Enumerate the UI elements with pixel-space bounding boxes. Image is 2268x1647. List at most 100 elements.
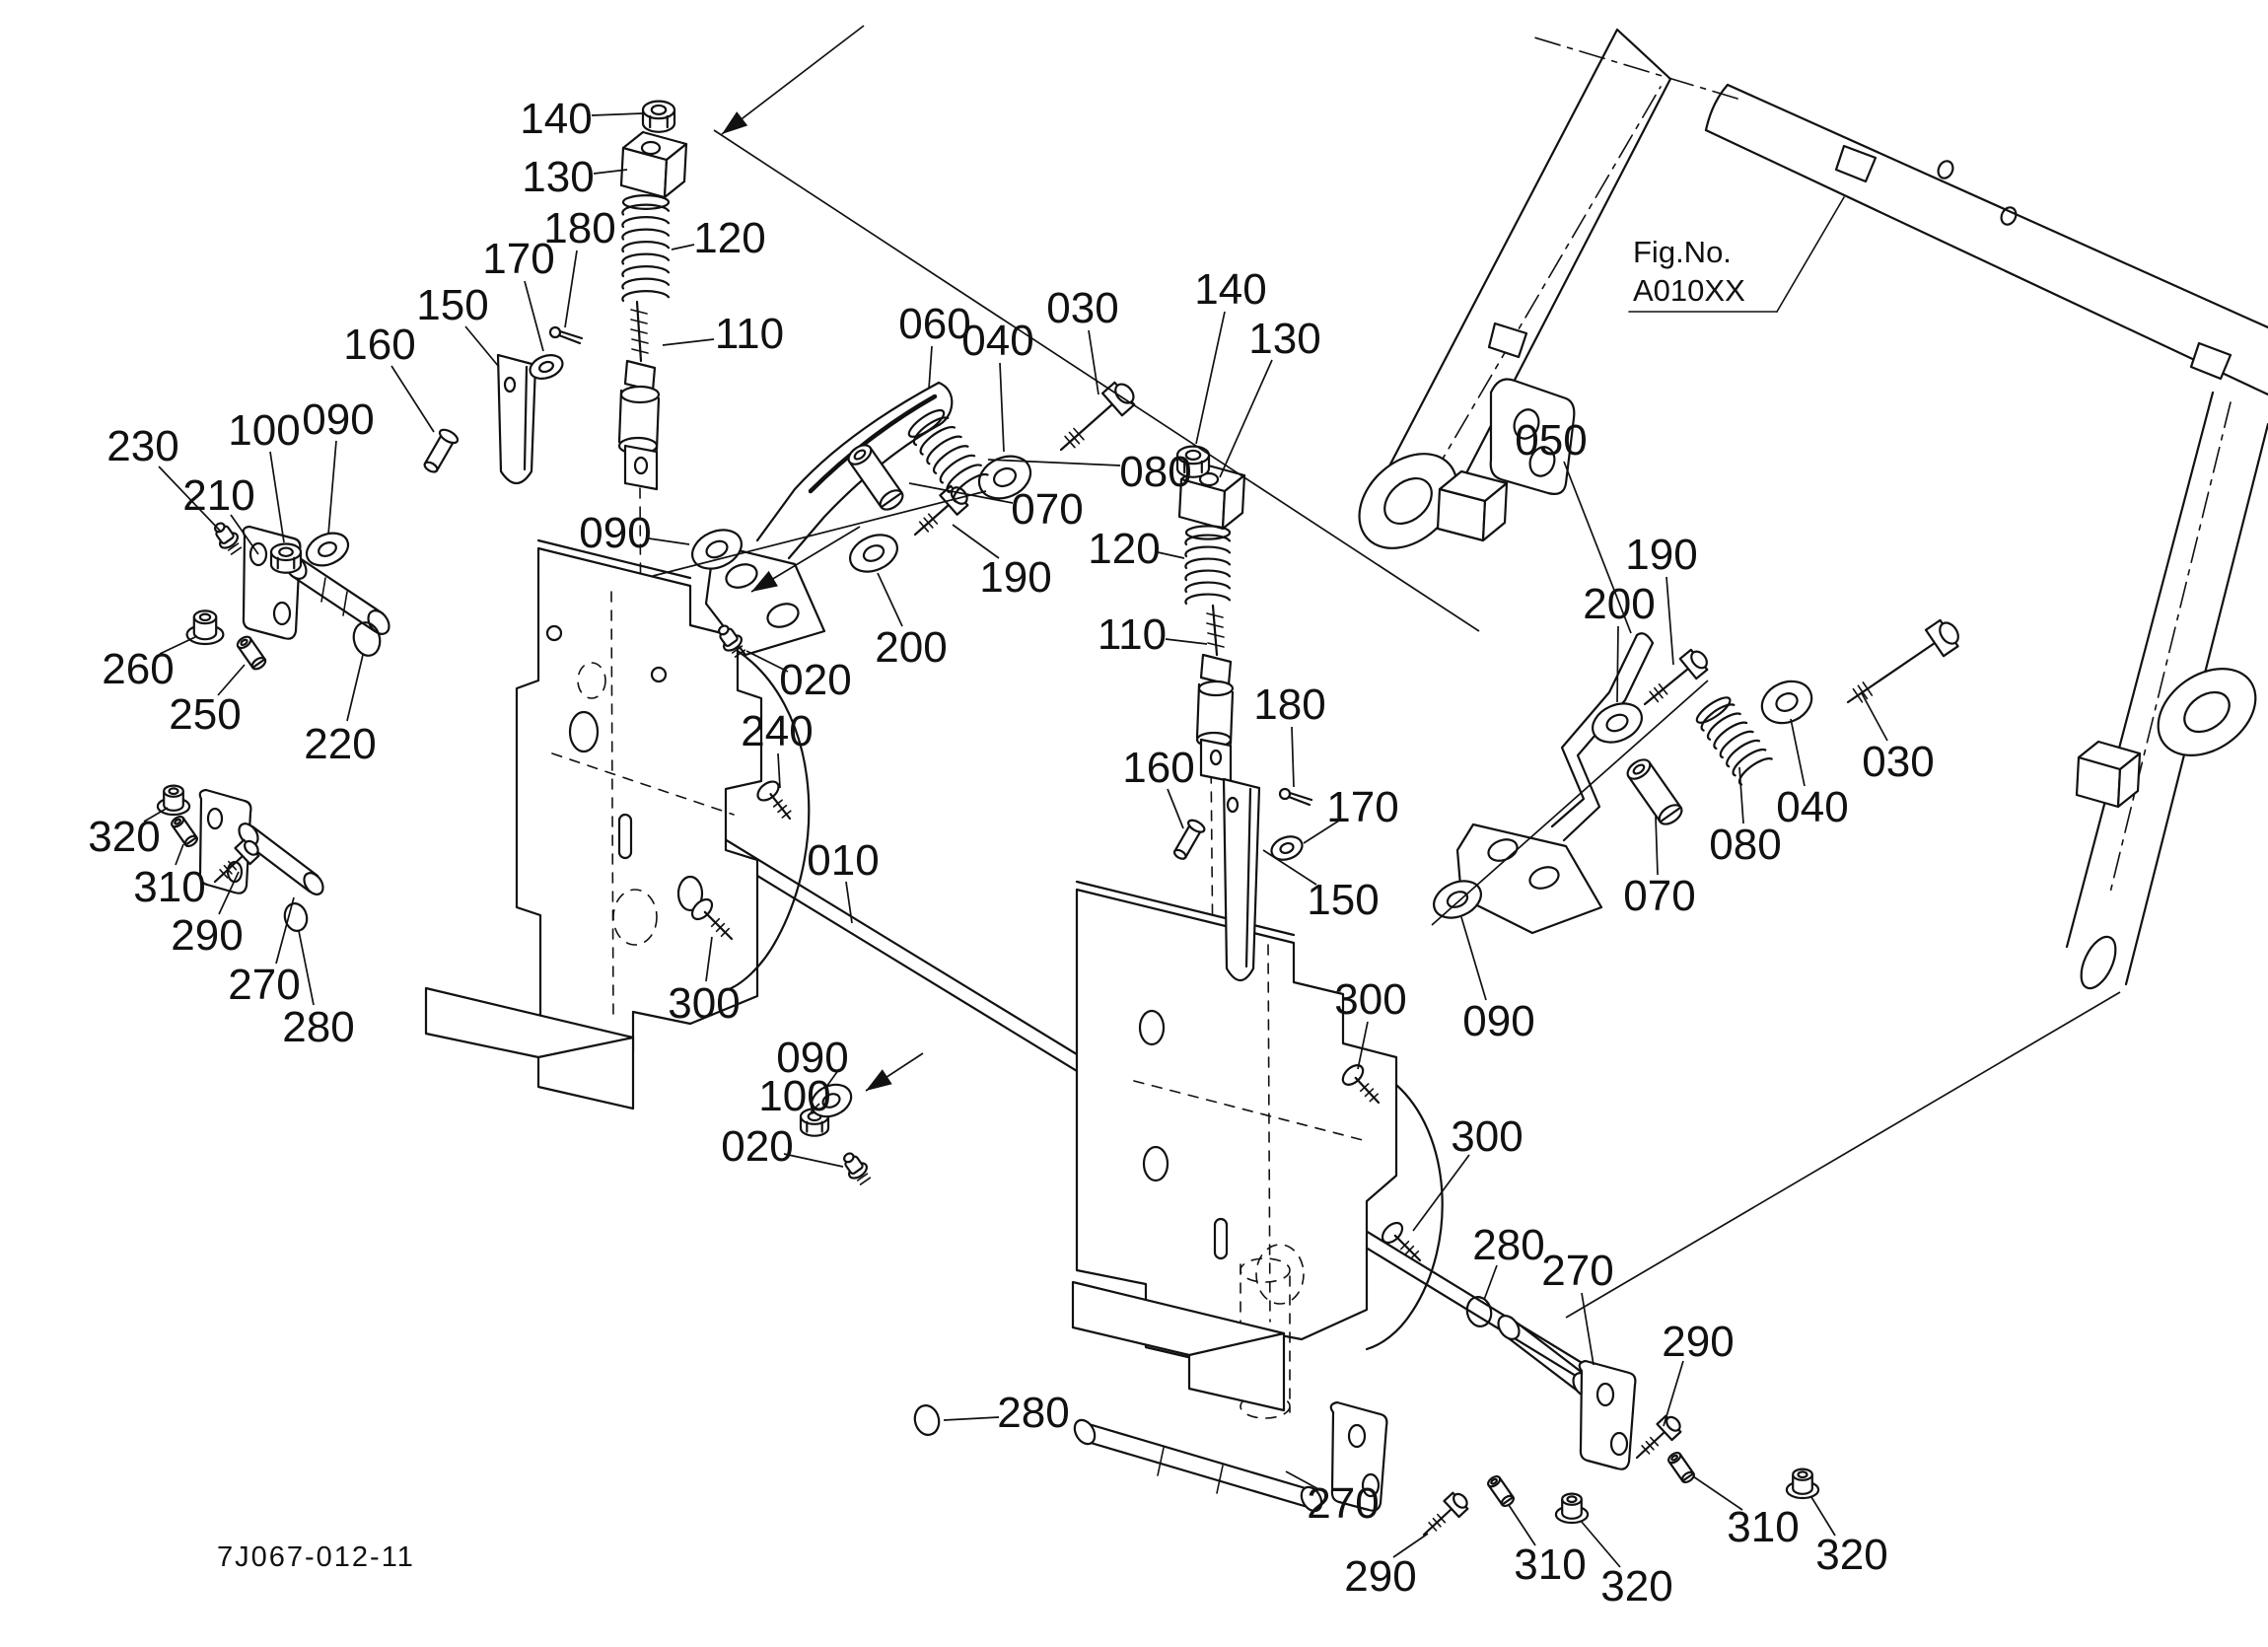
leader-line-320-25 (143, 807, 169, 823)
leader-line-030-10 (1088, 329, 1099, 395)
pin-160-right (1172, 819, 1206, 860)
part-label-320-25: 320 (88, 813, 160, 861)
leader-line-120-2 (671, 244, 695, 251)
insert-arrow-top-head (722, 111, 748, 134)
washer-200-right (1592, 702, 1643, 744)
part-label-110-7: 110 (715, 310, 784, 358)
washer-090-right (1433, 880, 1482, 919)
block-130-right-drawing (1177, 462, 1246, 531)
leader-line-100-19 (269, 451, 285, 543)
leader-line-090-47 (1460, 916, 1487, 1001)
part-label-060-8: 060 (898, 300, 970, 348)
leader-line-270-54 (1581, 1292, 1595, 1366)
nut-140-right (1175, 445, 1211, 478)
part-label-150-39: 150 (1307, 876, 1379, 924)
part-label-050-40: 050 (1515, 416, 1587, 465)
lever-050-drawing (1455, 632, 1655, 935)
leader-line-170-37 (1303, 820, 1340, 844)
bolt-030-left (1059, 381, 1136, 452)
part-label-220-24: 220 (304, 720, 376, 768)
part-label-040-9: 040 (961, 317, 1033, 365)
leader-line-290-58 (1392, 1533, 1429, 1558)
leader-line-240-17 (777, 752, 781, 789)
part-label-190-41: 190 (1625, 531, 1697, 579)
washer-170-right (1270, 835, 1304, 861)
leader-line-140-0 (591, 112, 644, 116)
washer-090-left-top (305, 532, 350, 567)
screw-300-right-b (1381, 1221, 1422, 1262)
o-ring-220 (352, 621, 382, 657)
fig-number-line1: Fig.No. (1633, 235, 1732, 269)
leader-line-130-33 (1219, 359, 1273, 478)
screw-240 (756, 780, 792, 821)
part-label-110-35: 110 (1098, 610, 1167, 659)
leader-line-290-27 (218, 871, 240, 915)
axis-line-lever-right (1431, 680, 1709, 926)
part-label-310-61: 310 (1727, 1503, 1799, 1551)
leader-line-310-61 (1692, 1475, 1743, 1511)
part-label-290-58: 290 (1344, 1552, 1416, 1601)
insertion-arrows (721, 25, 924, 1092)
insert-arrow-left-bracket-head (751, 570, 778, 592)
leader-line-320-60 (1580, 1520, 1621, 1568)
part-label-090-47: 090 (1462, 997, 1534, 1045)
leader-line-260-22 (159, 635, 198, 655)
part-label-280-56: 280 (997, 1389, 1069, 1437)
screw-300-left (690, 897, 734, 941)
leader-line-300-51 (1357, 1021, 1369, 1070)
part-label-130-1: 130 (522, 153, 594, 201)
leader-line-170-4 (524, 280, 544, 352)
part-label-270-57: 270 (1307, 1479, 1379, 1528)
leader-line-110-35 (1165, 638, 1208, 645)
leader-line-030-43 (1861, 692, 1888, 742)
leader-line-280-56 (943, 1416, 1000, 1421)
leader-line-280-53 (1483, 1264, 1498, 1301)
flange-nut-320-bottom-2 (1785, 1468, 1820, 1500)
part-label-290-55: 290 (1662, 1318, 1734, 1366)
spring-080-left (907, 408, 989, 503)
grease-fitting-020-left (718, 624, 746, 658)
frame-cube-left (1436, 469, 1509, 542)
leader-line-110-7 (662, 338, 715, 346)
leader-line-050-40 (1563, 461, 1632, 634)
generated-small-parts (156, 100, 1959, 1537)
cotter-pin-180-left (548, 325, 584, 345)
hanger-150-right-drawing (1222, 777, 1261, 982)
leader-line-300-30 (705, 936, 713, 982)
leader-line-180-3 (564, 250, 578, 328)
part-label-130-33: 130 (1248, 315, 1320, 363)
flange-nut-320-left (156, 784, 191, 817)
leader-line-040-44 (1790, 718, 1806, 787)
part-label-030-43: 030 (1862, 738, 1934, 786)
washer-090-left-mid (691, 529, 743, 570)
frame-boss-right (2157, 667, 2257, 757)
leader-line-230-18 (158, 465, 222, 533)
fig-number-line2: A010XX (1633, 273, 1745, 308)
flange-nut-260 (185, 609, 225, 646)
part-label-270-54: 270 (1541, 1247, 1613, 1295)
leader-line-160-6 (390, 365, 435, 433)
washer-200-left (849, 534, 898, 573)
cotter-pin-180-right (1278, 787, 1313, 807)
part-label-280-53: 280 (1472, 1221, 1544, 1269)
insert-arrow-right-bracket-head (866, 1069, 892, 1091)
rod-110-right-drawing (1195, 604, 1235, 783)
part-label-070-12: 070 (1011, 485, 1083, 534)
leader-line-310-26 (175, 843, 184, 866)
spacer-250 (236, 635, 267, 671)
screw-300-right-a (1341, 1064, 1381, 1105)
bolt-030-right (1846, 618, 1959, 704)
frame-rail-top (1533, 36, 2268, 396)
leader-line-020-16 (745, 650, 789, 673)
part-label-280-29: 280 (282, 1003, 354, 1051)
o-ring-280-right-up (1465, 1296, 1493, 1327)
drawing-number: 7J067-012-11 (217, 1541, 415, 1573)
spacer-310-left (171, 815, 198, 848)
leader-line-210-21 (230, 514, 259, 555)
part-label-310-26: 310 (133, 863, 205, 911)
part-label-180-3: 180 (543, 204, 615, 252)
spring-120-left (621, 194, 671, 303)
part-label-010-31: 010 (807, 836, 879, 885)
